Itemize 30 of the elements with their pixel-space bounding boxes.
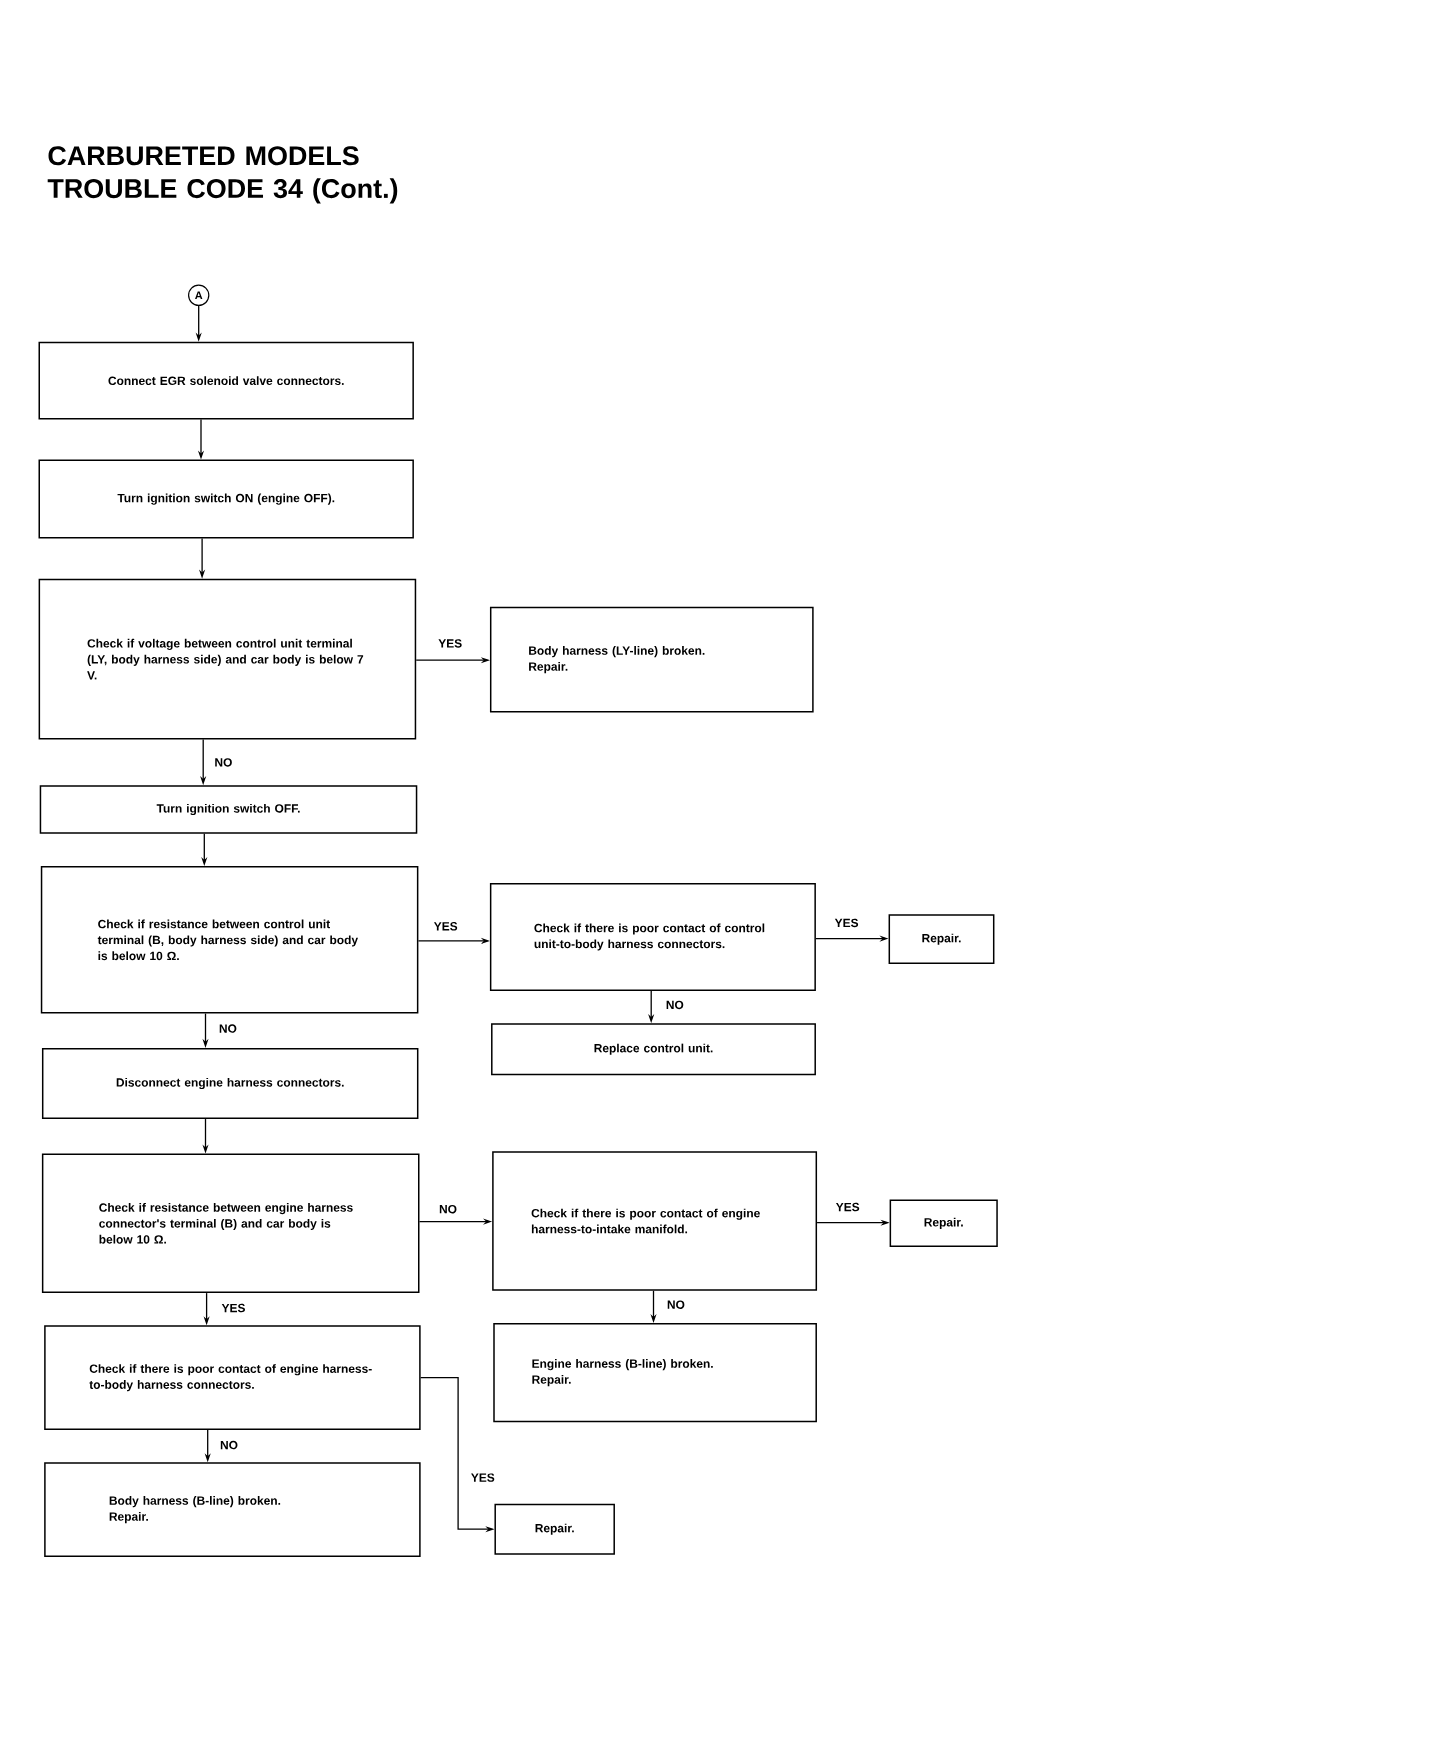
- process-box: Check if resistance between engine harness connector's terminal (B) and car body is below 10 Ω.: [41, 1153, 420, 1294]
- edge-label: YES: [834, 1201, 862, 1213]
- process-box: Repair.: [494, 1503, 615, 1555]
- process-box: Turn ignition switch ON (engine OFF).: [38, 459, 414, 539]
- process-box: Turn ignition switch OFF.: [39, 785, 418, 834]
- edge-label: NO: [212, 756, 234, 769]
- edge-label: YES: [436, 637, 464, 650]
- title: CARBURETED MODELS TROUBLE CODE 34 (Cont.): [47, 146, 398, 204]
- edge-label: NO: [217, 1022, 239, 1035]
- process-box: Engine harness (B-line) broken. Repair.: [493, 1323, 817, 1423]
- process-box: Body harness (B-line) broken. Repair.: [44, 1462, 421, 1557]
- edge-label: YES: [432, 920, 460, 933]
- process-box: Body harness (LY-line) broken. Repair.: [489, 606, 814, 713]
- process-box: Disconnect engine harness connectors.: [41, 1047, 419, 1120]
- edge-label: NO: [437, 1203, 459, 1215]
- edge-label: YES: [469, 1471, 497, 1484]
- process-box: Check if there is poor contact of engine harness-to-body harness connectors.: [44, 1325, 421, 1431]
- process-box: Check if there is poor contact of engine harness-to-intake manifold.: [492, 1151, 818, 1291]
- process-box: Replace control unit.: [491, 1023, 816, 1076]
- edge-label: NO: [665, 1299, 687, 1311]
- edge-label: YES: [220, 1302, 247, 1314]
- process-box: Check if there is poor contact of control unit-to-body harness connectors.: [489, 882, 816, 992]
- process-box: Check if resistance between control unit terminal (B, body harness side) and car body is below 10 Ω.: [40, 866, 419, 1014]
- edge-label: YES: [833, 917, 861, 929]
- edge-label: NO: [664, 999, 686, 1011]
- process-box: Repair.: [888, 914, 995, 965]
- edge-label: NO: [218, 1439, 240, 1451]
- process-box: Check if voltage between control unit terminal (LY, body harness side) and car body is below 7 V.: [38, 578, 417, 740]
- process-box: Connect EGR solenoid valve connectors.: [38, 341, 414, 420]
- process-box: Repair.: [889, 1199, 998, 1248]
